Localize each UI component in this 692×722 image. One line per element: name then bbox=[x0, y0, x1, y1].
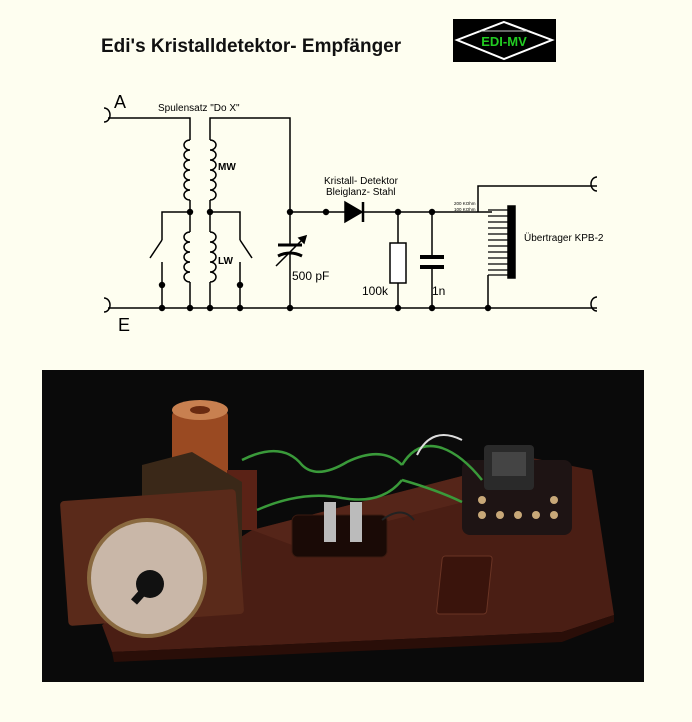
label-tap-upper: 200 KOhm bbox=[454, 201, 476, 206]
circuit-schematic: A E Spulensatz "Do X" MW LW 500 pF Krist… bbox=[0, 80, 692, 345]
label-detector-1: Kristall- Detektor bbox=[324, 176, 399, 187]
label-transformer: Übertrager KPB-2 bbox=[524, 232, 604, 244]
lw-coil-right bbox=[209, 231, 217, 283]
ground-terminal bbox=[103, 297, 111, 313]
output-terminal-lower bbox=[590, 296, 598, 312]
page-title: Edi's Kristalldetektor- Empfänger bbox=[101, 36, 402, 57]
label-lw: LW bbox=[218, 256, 234, 267]
logo-text: EDI-MV bbox=[481, 34, 527, 49]
junction-dots bbox=[158, 208, 492, 312]
mw-coil-right bbox=[209, 139, 217, 201]
crystal-radio-photo bbox=[42, 370, 644, 682]
output-terminal-upper bbox=[590, 176, 598, 192]
label-terminal-e: E bbox=[118, 315, 130, 335]
label-terminal-a: A bbox=[114, 92, 126, 112]
switch-left bbox=[149, 239, 163, 259]
label-tap-lower: 100 KOhm bbox=[454, 207, 476, 212]
lw-coil-left bbox=[183, 231, 191, 283]
detector-diode bbox=[344, 200, 364, 224]
label-500pf: 500 pF bbox=[292, 269, 329, 283]
mw-coil-left bbox=[183, 139, 191, 201]
label-mw: MW bbox=[218, 162, 236, 173]
antenna-terminal bbox=[103, 107, 111, 123]
label-1n: 1n bbox=[432, 284, 445, 298]
label-coil-set: Spulensatz "Do X" bbox=[158, 103, 240, 114]
edi-mv-logo: EDI-MV bbox=[453, 19, 556, 62]
switch-right bbox=[239, 239, 253, 259]
resistor-100k bbox=[389, 242, 407, 284]
label-100k: 100k bbox=[362, 284, 389, 298]
transformer-kpb2 bbox=[488, 209, 508, 276]
label-detector-2: Bleiglanz- Stahl bbox=[326, 187, 395, 198]
